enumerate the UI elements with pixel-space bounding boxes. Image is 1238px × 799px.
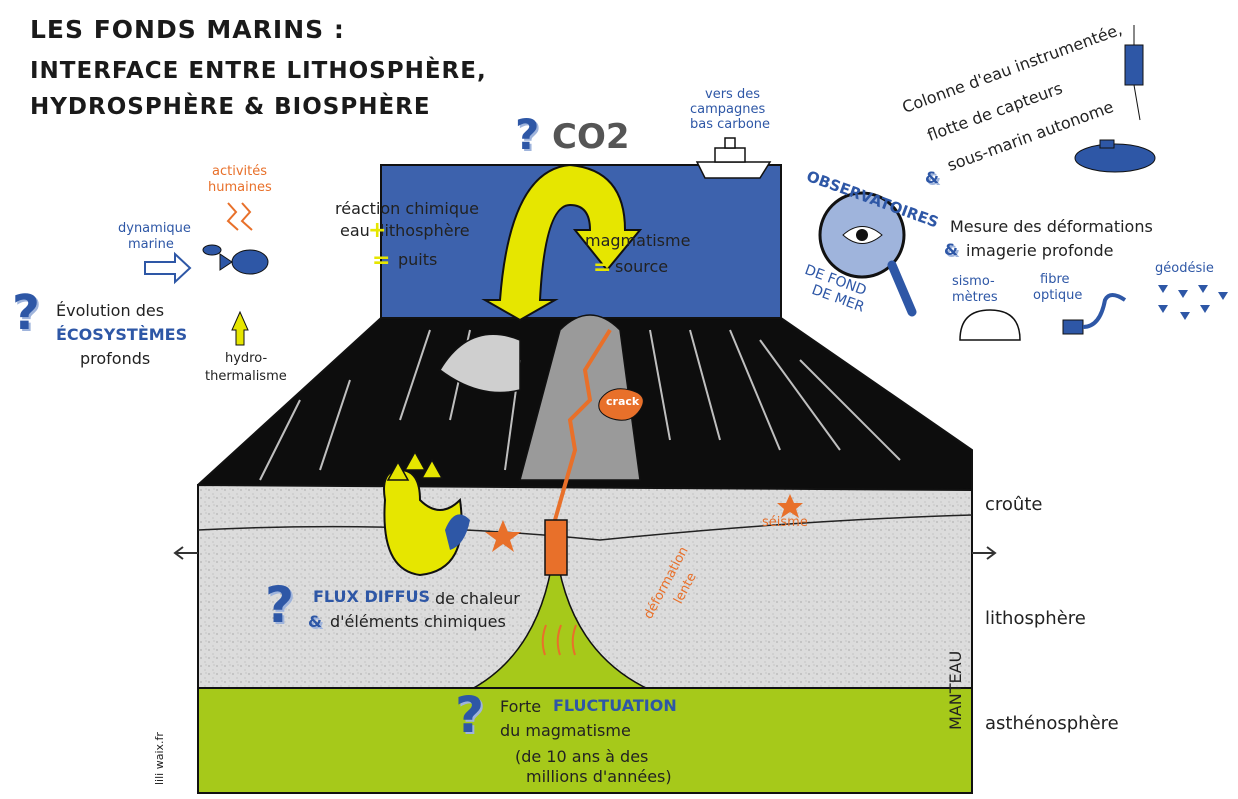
ship-text-1: vers des bbox=[705, 87, 760, 102]
crust-line bbox=[197, 514, 973, 541]
ampersand-1: & bbox=[925, 168, 939, 187]
dynamique-text-2: marine bbox=[128, 237, 174, 252]
geodesy-icon bbox=[1158, 285, 1228, 320]
source-label: source bbox=[615, 257, 669, 276]
heat-arrows bbox=[541, 624, 577, 656]
magma-chamber bbox=[544, 519, 568, 576]
puits-label: puits bbox=[398, 250, 438, 269]
star-icon bbox=[777, 494, 803, 518]
credit-text: lili waix.fr bbox=[153, 732, 166, 785]
fibre-text-2: optique bbox=[1033, 288, 1083, 303]
crust-ridges bbox=[259, 329, 901, 481]
fluctuation-text: FLUCTUATION bbox=[553, 696, 677, 715]
star-icon bbox=[485, 520, 521, 552]
fiber-optic-icon bbox=[1062, 293, 1127, 335]
crack-blob bbox=[598, 388, 644, 421]
hydro-text-1: hydro- bbox=[225, 351, 268, 366]
chaleur-text: de chaleur bbox=[435, 589, 520, 608]
evolution-text: Évolution des bbox=[56, 301, 165, 320]
elements-text: d'éléments chimiques bbox=[330, 612, 506, 631]
flux-diffus-text: FLUX DIFFUS bbox=[313, 587, 431, 606]
equals-sign-2: = bbox=[593, 255, 612, 280]
seismometer-icon bbox=[959, 309, 1021, 341]
lithosphere-label: lithosphère bbox=[985, 608, 1086, 629]
title-line-3: HYDROSPHÈRE & BIOSPHÈRE bbox=[30, 94, 431, 120]
imagerie-text: imagerie profonde bbox=[966, 241, 1114, 260]
question-mark-icon: ? bbox=[455, 686, 485, 744]
fibre-text-1: fibre bbox=[1040, 272, 1070, 287]
arrow-icon bbox=[144, 251, 192, 285]
ecosystemes-text: ÉCOSYSTÈMES bbox=[56, 325, 188, 344]
submarine-icon bbox=[1074, 139, 1156, 173]
sismo-text-2: mètres bbox=[952, 290, 998, 305]
forte-text: Forte bbox=[500, 697, 542, 716]
title-line-2: INTERFACE ENTRE LITHOSPHÈRE, bbox=[30, 58, 487, 84]
question-mark-icon: ? bbox=[12, 285, 40, 341]
equals-sign-1: = bbox=[372, 248, 391, 273]
magma-conduit bbox=[553, 328, 612, 521]
croute-label: croûte bbox=[985, 494, 1043, 515]
vent-arrows bbox=[386, 450, 444, 481]
blue-flame bbox=[445, 514, 470, 550]
ship-icon bbox=[695, 137, 772, 179]
question-mark-icon: ? bbox=[515, 110, 540, 159]
duree-text-1: (de 10 ans à des bbox=[515, 747, 649, 766]
crack-label: crack bbox=[606, 395, 640, 408]
human-arrows bbox=[226, 202, 253, 231]
ampersand-3: & bbox=[308, 612, 322, 631]
plus-sign: + bbox=[368, 218, 387, 243]
fish-icon bbox=[202, 244, 269, 275]
asthenosphere-label: asthénosphère bbox=[985, 713, 1119, 734]
activites-text-2: humaines bbox=[208, 180, 272, 195]
question-mark-icon: ? bbox=[265, 576, 295, 634]
magnifier-eye-icon bbox=[818, 191, 917, 317]
sismo-text-1: sismo- bbox=[952, 274, 995, 289]
magmatisme-label: magmatisme bbox=[585, 231, 691, 250]
profonds-text: profonds bbox=[80, 349, 151, 368]
co2-label: CO2 bbox=[552, 117, 630, 157]
reaction-text-1: réaction chimique bbox=[335, 199, 479, 218]
dynamique-text-1: dynamique bbox=[118, 221, 191, 236]
reaction-text-2: lithosphère bbox=[380, 221, 470, 240]
du-magmatisme-text: du magmatisme bbox=[500, 721, 631, 740]
ampersand-2: & bbox=[944, 240, 958, 259]
left-seamount bbox=[439, 333, 521, 394]
central-ridge bbox=[519, 314, 641, 481]
duree-text-2: millions d'années) bbox=[526, 767, 672, 786]
buoy-icon bbox=[1124, 25, 1144, 121]
spreading-arrows bbox=[173, 546, 997, 560]
title-line-1: LES FONDS MARINS : bbox=[30, 15, 345, 44]
hydrothermal-arrow bbox=[231, 310, 249, 346]
co2-cycle-arrow bbox=[481, 163, 643, 322]
mesure-text: Mesure des déformations bbox=[950, 217, 1153, 236]
asthenosphere-layer bbox=[197, 687, 973, 794]
ship-text-3: bas carbone bbox=[690, 117, 771, 132]
hydro-text-2: thermalisme bbox=[205, 369, 287, 384]
manteau-label: MANTEAU bbox=[946, 650, 965, 730]
activites-text-1: activités bbox=[212, 164, 267, 179]
geodesie-text: géodésie bbox=[1155, 261, 1214, 276]
ship-text-2: campagnes bbox=[690, 102, 766, 117]
reaction-eau: eau bbox=[340, 221, 370, 240]
seisme-label: séisme bbox=[762, 515, 808, 530]
